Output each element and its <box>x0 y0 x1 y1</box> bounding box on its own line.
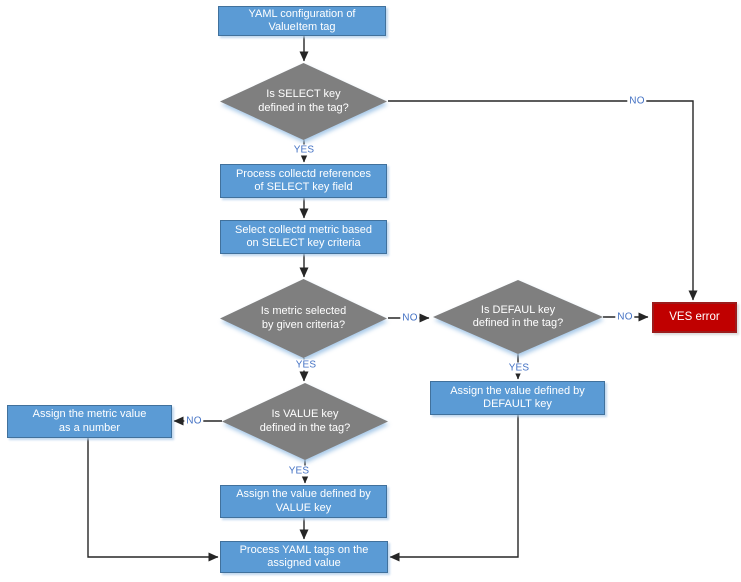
node-label-line: Is VALUE key <box>271 408 339 420</box>
node-label-line: by given criteria? <box>261 318 346 331</box>
edge-number-to-process-yaml <box>87 438 219 562</box>
node-assign-default: Assign the value defined by DEFAULT key <box>430 381 605 415</box>
node-ves-error: VES error <box>652 302 737 333</box>
edge-label-default-yes: YES <box>506 362 532 374</box>
edge-select-no-to-ves <box>388 100 698 301</box>
node-label-line: VES error <box>669 310 720 323</box>
node-label-line: Is DEFAUL key <box>480 303 556 316</box>
node-label-line: Assign the value defined by <box>450 384 585 397</box>
node-label-line: as a number <box>58 421 121 434</box>
edge-label-value-no: NO <box>184 415 204 427</box>
node-label-line: VALUE key <box>275 501 332 514</box>
node-label-line: Is SELECT key <box>266 88 341 100</box>
node-label-line: Assign the metric value <box>32 408 147 420</box>
node-label-line: defined in the tag? <box>259 421 351 434</box>
node-label-line: Assign the value defined by <box>236 488 371 500</box>
decision-text: Is DEFAUL key defined in the tag? <box>433 280 603 354</box>
node-label-line: Process collectd references <box>235 167 372 180</box>
edge-label-select-no: NO <box>627 95 647 107</box>
edge-default-to-process-yaml <box>389 415 519 562</box>
node-label-line: Is metric selected <box>260 305 347 317</box>
node-select-metric: Select collectd metric based on SELECT k… <box>220 220 387 254</box>
decision-text: Is metric selected by given criteria? <box>220 279 387 358</box>
node-label-line: defined in the tag? <box>472 317 564 329</box>
node-process-references: Process collectd references of SELECT ke… <box>220 164 387 198</box>
edge-label-default-no: NO <box>615 311 635 323</box>
edge-label-select-yes: YES <box>291 144 317 156</box>
decision-default-key: Is DEFAUL key defined in the tag? <box>433 280 603 354</box>
node-label-line: of SELECT key field <box>254 181 353 193</box>
node-process-yaml-tags: Process YAML tags on the assigned value <box>220 541 388 573</box>
node-yaml-config: YAML configuration of ValueItem tag <box>218 6 386 36</box>
edge-label-value-yes: YES <box>286 465 312 477</box>
node-label-line: Process YAML tags on the <box>239 543 369 556</box>
decision-select-key: Is SELECT key defined in the tag? <box>220 63 387 140</box>
node-label-line: ValueItem tag <box>268 21 336 33</box>
node-assign-value-key: Assign the value defined by VALUE key <box>220 485 387 518</box>
node-label-line: on SELECT key criteria <box>246 237 361 249</box>
node-label-line: assigned value <box>267 557 341 569</box>
decision-metric-selected: Is metric selected by given criteria? <box>220 279 387 358</box>
node-label-line: defined in the tag? <box>258 101 349 114</box>
node-label-line: YAML configuration of <box>248 7 356 20</box>
node-label-line: DEFAULT key <box>483 398 552 410</box>
decision-text: Is VALUE key defined in the tag? <box>222 383 388 460</box>
decision-value-key: Is VALUE key defined in the tag? <box>222 383 388 460</box>
node-label-line: Select collectd metric based <box>235 223 372 236</box>
node-assign-metric-number: Assign the metric value as a number <box>7 405 172 438</box>
decision-text: Is SELECT key defined in the tag? <box>220 63 387 140</box>
edge-label-metric-yes: YES <box>293 359 319 371</box>
edge-label-metric-no: NO <box>400 312 420 324</box>
